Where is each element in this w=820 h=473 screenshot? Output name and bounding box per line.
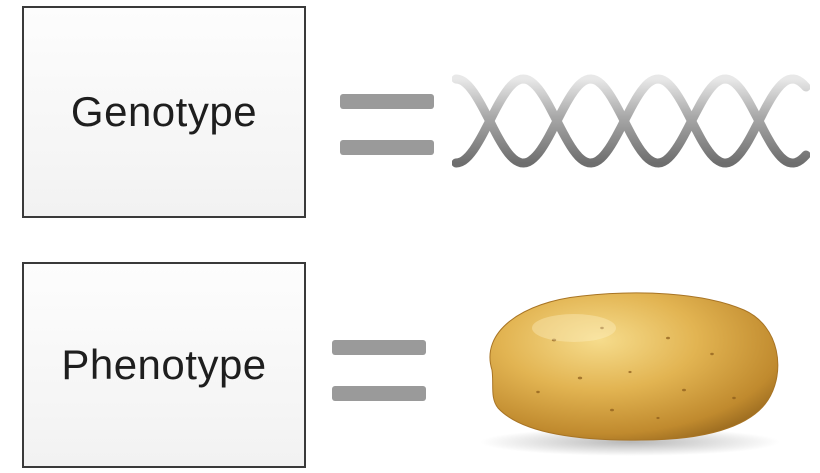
genotype-label: Genotype [71,88,257,136]
equals-sign-phenotype [332,340,426,402]
potato-body [490,293,778,440]
equals-bar-top [340,94,434,109]
equals-sign-genotype [340,94,434,156]
phenotype-label: Phenotype [61,341,266,389]
genotype-box: Genotype [22,6,306,218]
potato-icon [462,280,792,460]
equals-bar-top [332,340,426,355]
dna-double-helix-icon [452,66,810,176]
potato-highlight [532,314,616,342]
phenotype-box: Phenotype [22,262,306,468]
equals-bar-bottom [340,140,434,155]
equals-bar-bottom [332,386,426,401]
